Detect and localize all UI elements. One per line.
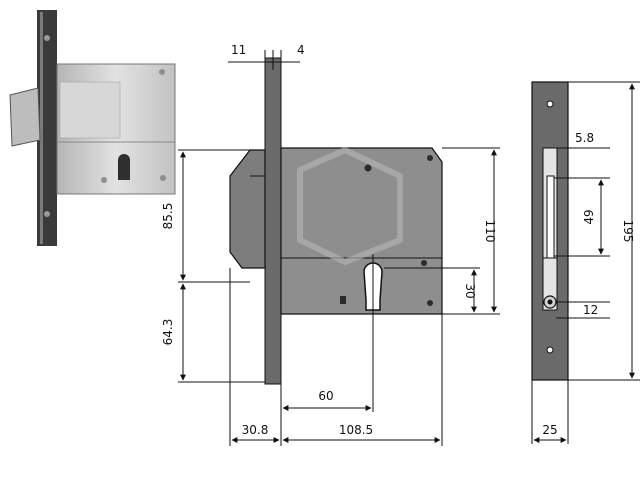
photo-faceplate-edge <box>40 12 43 244</box>
front-hole-top-icon <box>364 164 372 172</box>
front-dimension-lines <box>178 50 500 446</box>
dim-faceplate-width: 25 <box>542 423 557 437</box>
photo-bolt <box>9 87 41 147</box>
photo-rivet-3-icon <box>160 175 166 181</box>
dim-body-height: 110 <box>483 220 497 243</box>
dim-cylinder-height: 30 <box>463 283 477 298</box>
photo-rivet-2-icon <box>101 177 107 183</box>
front-watermark <box>297 146 403 266</box>
dim-faceplate-offset: 30.8 <box>242 423 269 437</box>
dim-upper-height: 85.5 <box>161 203 175 230</box>
dimension-labels: 11 4 85.5 64.3 110 30 60 30.8 108.5 5.8 … <box>161 43 635 437</box>
dim-lower-height: 64.3 <box>161 319 175 346</box>
front-hole-right-icon <box>427 155 433 161</box>
front-hole-mid-icon <box>421 260 427 266</box>
side-keyhole-center-icon <box>547 299 553 305</box>
front-deadbolt <box>229 149 266 269</box>
front-lock-case <box>280 147 443 315</box>
dim-hole-offset: 12 <box>583 303 598 317</box>
front-hole-bottom-icon <box>427 300 433 306</box>
photo-screw-top-icon <box>44 35 50 41</box>
lock-product-photo <box>9 10 176 246</box>
side-strike-window <box>546 175 555 259</box>
side-screw-top-icon <box>546 100 554 108</box>
dim-top-right: 4 <box>297 43 305 57</box>
lock-front-view <box>229 57 443 412</box>
front-slot-icon <box>340 296 346 304</box>
photo-rivet-icon <box>159 69 165 75</box>
dim-top-left: 11 <box>231 43 246 57</box>
dim-strike-height: 49 <box>582 209 596 224</box>
front-faceplate <box>264 57 282 385</box>
dim-cylinder-offset: 60 <box>318 389 333 403</box>
side-dimension-lines <box>531 81 640 444</box>
dim-strike-offset: 5.8 <box>575 131 594 145</box>
dim-body-width: 108.5 <box>339 423 373 437</box>
photo-screw-bottom-icon <box>44 211 50 217</box>
photo-cylinder-hole-icon <box>118 154 130 180</box>
side-screw-bottom-icon <box>546 346 554 354</box>
photo-case-panel <box>59 81 121 139</box>
lock-side-view <box>531 81 569 381</box>
dim-faceplate-height: 195 <box>621 220 635 243</box>
